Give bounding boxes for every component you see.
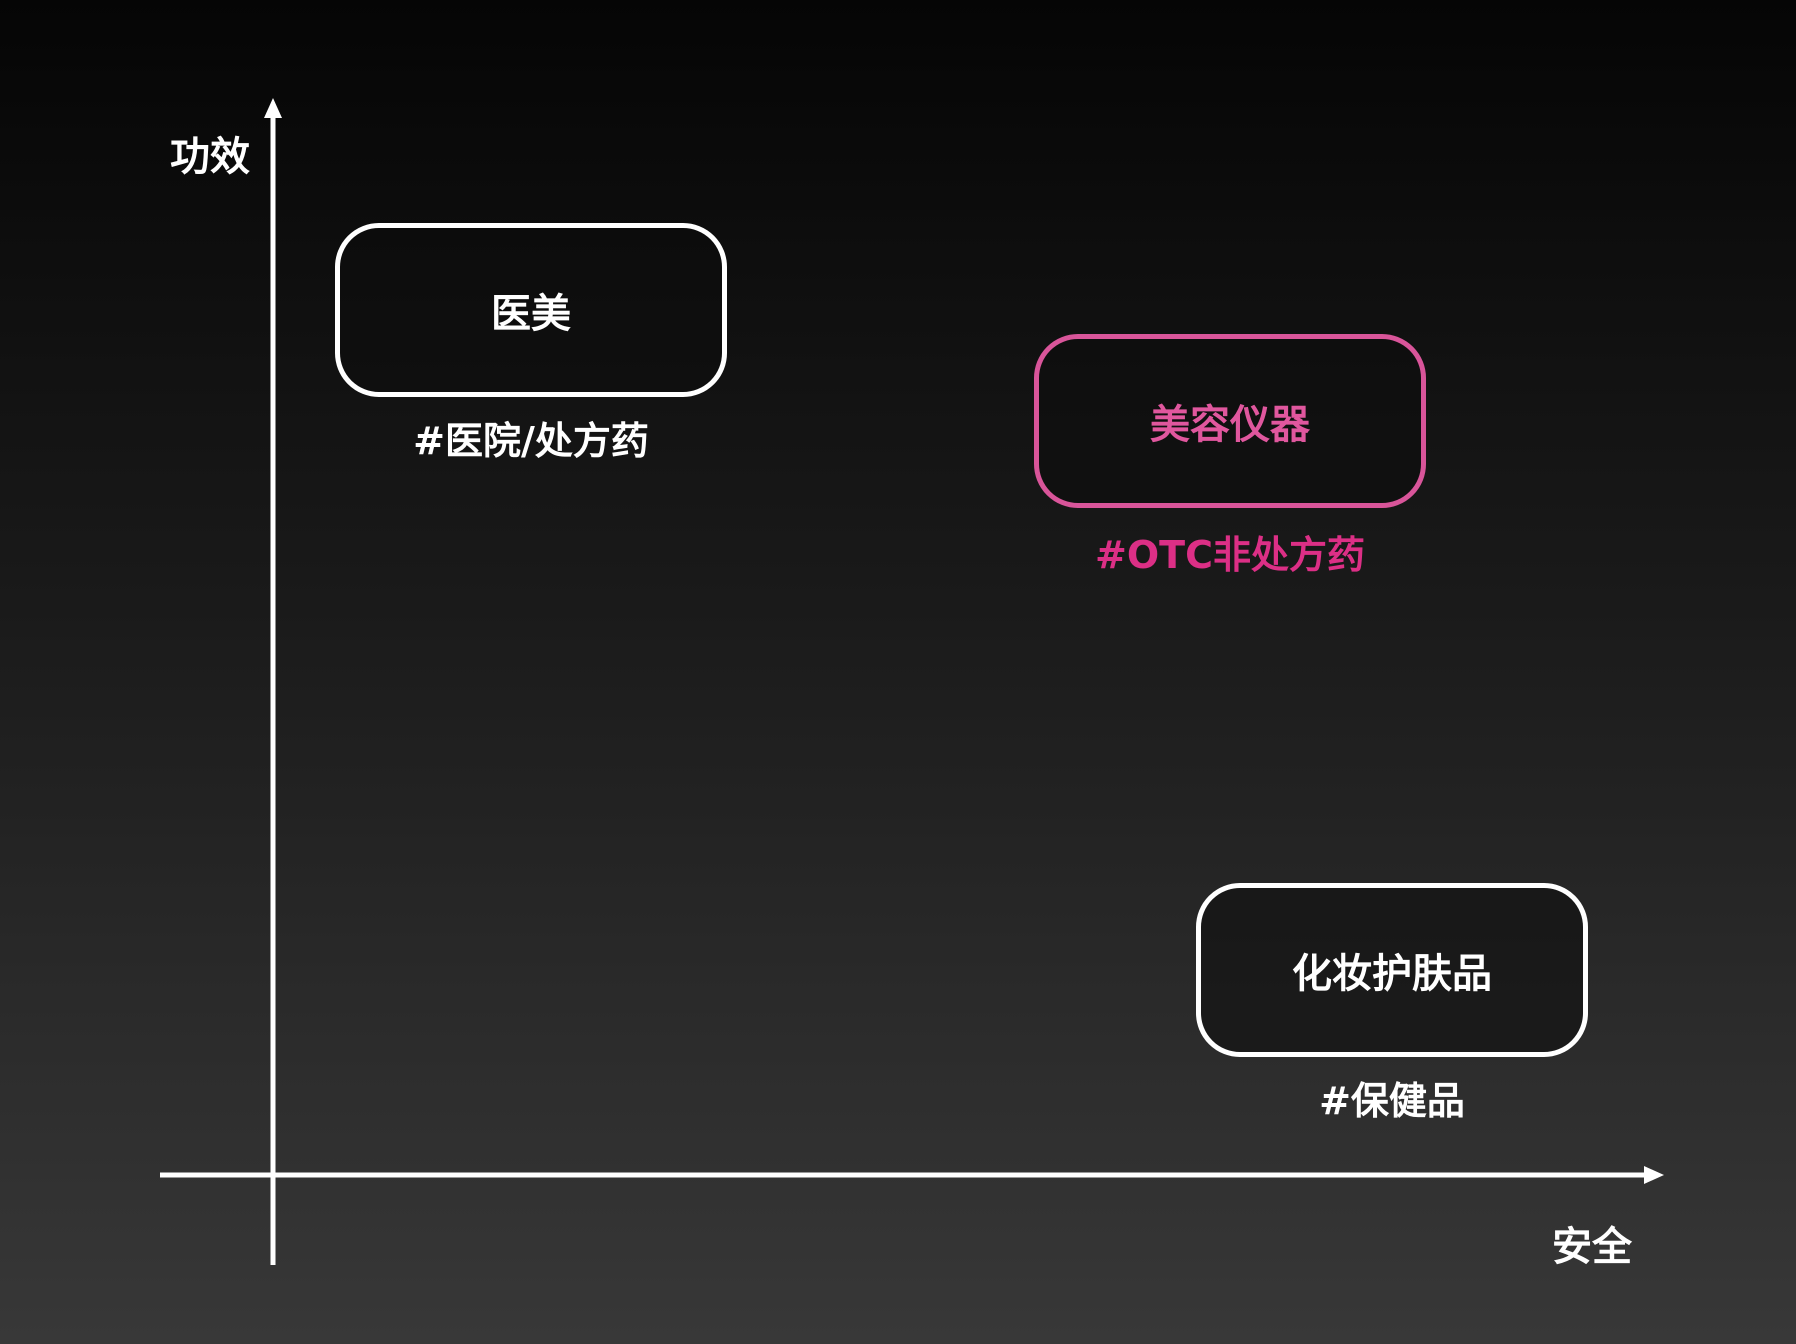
beauty-device-box: 美容仪器 bbox=[1034, 334, 1426, 508]
skincare-tag: #保健品 bbox=[1319, 1079, 1465, 1123]
medical-aesthetics-label: 医美 bbox=[491, 291, 571, 337]
skincare-box: 化妆护肤品 bbox=[1196, 883, 1588, 1057]
medical-aesthetics-box: 医美 bbox=[335, 223, 727, 397]
medical-aesthetics-tag: #医院/处方药 bbox=[413, 419, 649, 463]
x-axis-arrow bbox=[1644, 1166, 1664, 1184]
x-axis-label: 安全 bbox=[1552, 1224, 1632, 1270]
y-axis-arrow bbox=[264, 98, 282, 118]
y-axis-label: 功效 bbox=[170, 134, 250, 180]
beauty-device-tag: #OTC非处方药 bbox=[1095, 533, 1365, 577]
beauty-device-label: 美容仪器 bbox=[1150, 402, 1310, 448]
skincare-label: 化妆护肤品 bbox=[1292, 951, 1492, 997]
